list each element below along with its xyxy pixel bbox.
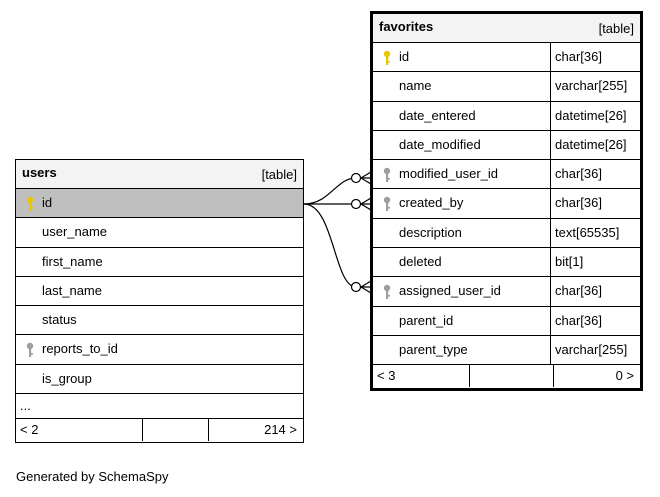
column-type: datetime[26] bbox=[555, 136, 627, 152]
column-type: char[36] bbox=[555, 195, 602, 211]
column-row[interactable]: is_group bbox=[16, 365, 303, 395]
column-name: description bbox=[399, 224, 462, 240]
table-footer: < 3 0 > bbox=[373, 365, 640, 388]
more-columns: ... bbox=[16, 394, 303, 420]
column-name: name bbox=[399, 78, 432, 94]
generated-by-note: Generated by SchemaSpy bbox=[16, 469, 169, 484]
foreign-key-icon bbox=[26, 343, 34, 358]
column-row[interactable]: id char[36] bbox=[373, 43, 640, 73]
edge-assigned-user bbox=[303, 203, 357, 288]
column-name: reports_to_id bbox=[42, 341, 118, 357]
column-row[interactable]: name varchar[255] bbox=[373, 72, 640, 102]
column-row[interactable]: id bbox=[16, 189, 303, 219]
column-name: modified_user_id bbox=[399, 166, 499, 182]
column-name: date_modified bbox=[399, 136, 481, 152]
table-users[interactable]: users [table] id user_name first_name last_… bbox=[15, 159, 304, 443]
column-name: id bbox=[399, 49, 410, 64]
column-type: datetime[26] bbox=[555, 107, 627, 123]
children-count: 0 > bbox=[615, 368, 634, 384]
column-row[interactable]: status bbox=[16, 306, 303, 336]
primary-key-icon bbox=[26, 196, 34, 211]
column-type: char[36] bbox=[555, 283, 602, 299]
column-type: bit[1] bbox=[555, 254, 584, 270]
column-row[interactable]: parent_id char[36] bbox=[373, 306, 640, 336]
primary-key-icon bbox=[383, 50, 391, 65]
column-name: created_by bbox=[399, 195, 464, 211]
parents-count: < 3 bbox=[377, 368, 396, 384]
optional-marker bbox=[350, 172, 362, 184]
optional-marker bbox=[350, 198, 362, 210]
column-row[interactable]: date_entered datetime[26] bbox=[373, 101, 640, 131]
column-type: char[36] bbox=[555, 49, 602, 64]
column-name: user_name bbox=[42, 224, 108, 240]
column-row[interactable]: deleted bit[1] bbox=[373, 248, 640, 278]
table-title: favorites bbox=[379, 19, 434, 34]
column-type: varchar[255] bbox=[555, 78, 628, 94]
table-kind: [table] bbox=[598, 21, 634, 36]
column-name: deleted bbox=[399, 254, 442, 270]
column-row[interactable]: date_modified datetime[26] bbox=[373, 130, 640, 161]
foreign-key-icon bbox=[383, 167, 391, 183]
column-name: date_entered bbox=[399, 107, 476, 123]
table-header: users [table] bbox=[16, 160, 303, 189]
column-name: parent_id bbox=[399, 312, 454, 328]
table-favorites[interactable]: favorites [table] id char[36] name varchar[… bbox=[370, 11, 643, 391]
column-type: char[36] bbox=[555, 312, 602, 328]
foreign-key-icon bbox=[383, 285, 391, 300]
foreign-key-icon bbox=[383, 197, 391, 212]
column-row[interactable]: reports_to_id bbox=[16, 335, 303, 365]
column-name: status bbox=[42, 312, 77, 328]
column-name: assigned_user_id bbox=[399, 283, 501, 299]
table-kind: [table] bbox=[261, 167, 297, 182]
column-row[interactable]: user_name bbox=[16, 218, 303, 248]
column-row[interactable]: modified_user_id char[36] bbox=[373, 160, 640, 190]
parents-count: < 2 bbox=[20, 422, 39, 438]
column-type: text[65535] bbox=[555, 224, 620, 240]
column-name: is_group bbox=[42, 370, 92, 386]
column-name: parent_type bbox=[399, 341, 468, 357]
column-row[interactable]: created_by char[36] bbox=[373, 189, 640, 219]
optional-marker bbox=[350, 281, 362, 293]
column-row[interactable]: parent_type varchar[255] bbox=[373, 335, 640, 366]
column-row[interactable]: last_name bbox=[16, 277, 303, 307]
table-header: favorites [table] bbox=[373, 14, 640, 43]
column-row[interactable]: assigned_user_id char[36] bbox=[373, 277, 640, 307]
column-name: id bbox=[42, 195, 53, 210]
column-name: last_name bbox=[42, 282, 102, 298]
column-type: varchar[255] bbox=[555, 341, 628, 357]
table-footer: < 2 214 > bbox=[16, 419, 303, 442]
column-type: char[36] bbox=[555, 166, 602, 182]
children-count: 214 > bbox=[264, 422, 297, 438]
edge-modified-user bbox=[303, 177, 357, 205]
column-row[interactable]: description text[65535] bbox=[373, 218, 640, 249]
table-title: users bbox=[22, 165, 57, 180]
column-row[interactable]: first_name bbox=[16, 248, 303, 277]
column-name: first_name bbox=[42, 253, 103, 269]
